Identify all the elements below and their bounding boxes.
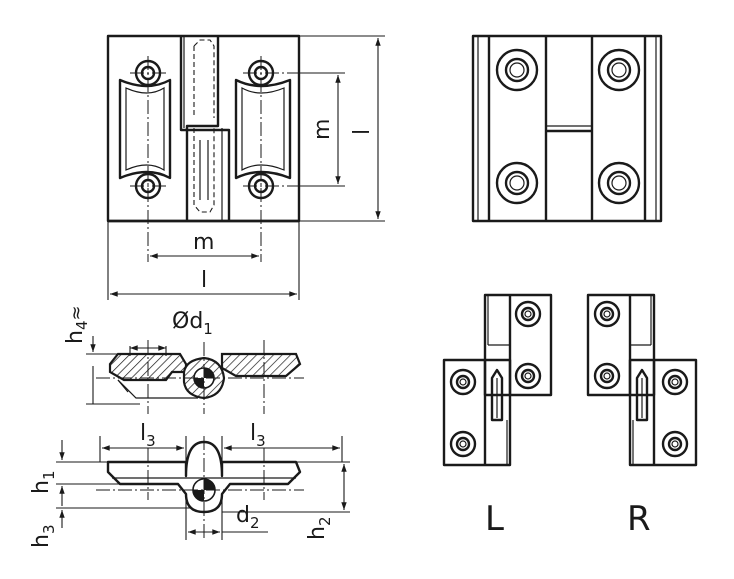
front-view-dimensions [107, 35, 385, 300]
dim-h2-label: h2 [305, 517, 334, 541]
variant-left-label: L [485, 499, 504, 539]
dim-h4-label: h4≈ [63, 305, 91, 344]
section-view-dimensions [86, 336, 167, 405]
dim-l3-right-label: l3 [250, 421, 266, 450]
front-view [106, 34, 301, 262]
dim-l-horizontal-label: l [201, 268, 207, 293]
dim-l3-left-label: l3 [140, 421, 156, 450]
dim-h1-label: h1 [29, 471, 58, 495]
dim-h3-label: h3 [29, 525, 58, 549]
side-view-dimensions [56, 436, 350, 540]
dim-l-vertical-label: l [350, 129, 375, 135]
dim-d1-label: Ød1 [172, 309, 213, 338]
dim-m-horizontal-label: m [193, 230, 214, 255]
variant-left-diagram [442, 293, 553, 467]
variant-right-diagram [586, 293, 698, 467]
dim-m-vertical-label: m [310, 119, 335, 140]
dim-d2-label: d2 [236, 503, 260, 532]
back-view [471, 34, 663, 223]
section-view [96, 340, 304, 414]
side-view [96, 436, 304, 540]
variant-right-label: R [627, 499, 651, 539]
